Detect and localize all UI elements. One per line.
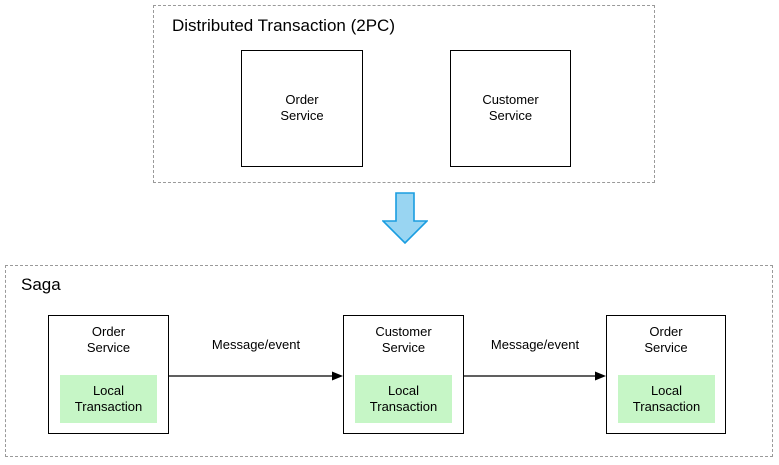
service-box-order-service-2pc: [241, 50, 363, 167]
saga-title: Saga: [21, 275, 61, 294]
distributed-transaction-title: Distributed Transaction (2PC): [172, 16, 395, 35]
saga-connector-arrow-2: [464, 370, 606, 382]
saga-connector-label-2: Message/event: [490, 337, 580, 352]
saga-connector-arrow-1: [169, 370, 343, 382]
service-label-customer-service-2pc: Customer Service: [482, 92, 539, 123]
service-label-order-service-2pc: Order Service: [280, 92, 324, 123]
down-block-arrow-icon: [382, 192, 428, 244]
saga-connector-label-1: Message/event: [211, 337, 301, 352]
saga-local-transaction-3: Local Transaction: [618, 375, 715, 423]
saga-local-transaction-1: Local Transaction: [60, 375, 157, 423]
saga-local-transaction-2: Local Transaction: [355, 375, 452, 423]
saga-service-label-3: Order Service: [644, 324, 688, 355]
distributed-transaction-group: [153, 5, 655, 183]
service-box-customer-service-2pc: [450, 50, 571, 167]
saga-service-label-2: Customer Service: [375, 324, 432, 355]
saga-group: [5, 265, 773, 457]
saga-service-label-1: Order Service: [86, 324, 131, 355]
